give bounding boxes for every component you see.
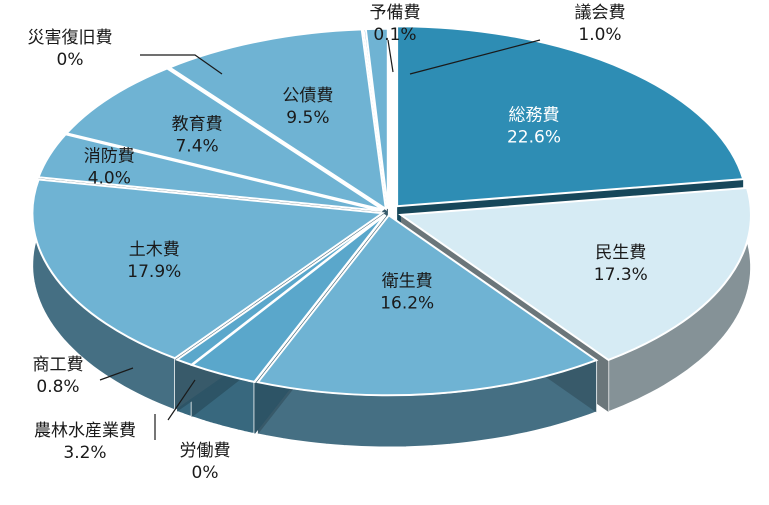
leader-line-災害復旧費 xyxy=(140,54,223,75)
slice-value-label: 0.8% xyxy=(36,377,79,397)
leader-line-労働費 xyxy=(167,379,196,421)
slice-value-label: 0.1% xyxy=(373,25,416,45)
slice-商工費 xyxy=(174,213,386,366)
pie-tops xyxy=(31,25,752,397)
slice-name-label: 消防費 xyxy=(84,146,135,166)
slice-name-label: 教育費 xyxy=(172,115,223,135)
slice-name-label: 土木費 xyxy=(129,240,180,260)
slice-labels: 総務費22.6%民生費17.3%衛生費16.2%労働費0%農林水産業費3.2%商… xyxy=(28,3,648,483)
slice-name-label: 農林水産業費 xyxy=(34,421,136,441)
leader-line-議会費 xyxy=(409,39,541,75)
slice-name-label: 民生費 xyxy=(595,243,646,263)
slice-value-label: 17.3% xyxy=(594,265,648,285)
slice-公債費 xyxy=(167,28,388,211)
slice-value-label: 1.0% xyxy=(578,25,621,45)
slice-name-label: 労働費 xyxy=(180,441,231,461)
slice-name-label: 災害復旧費 xyxy=(28,28,113,48)
leader-line-予備費 xyxy=(387,39,394,73)
slice-衛生費 xyxy=(256,213,599,397)
slice-民生費 xyxy=(398,186,752,362)
slice-name-label: 公債費 xyxy=(282,86,333,106)
slice-消防費 xyxy=(37,133,383,212)
slice-value-label: 0% xyxy=(57,50,84,70)
slice-value-label: 0% xyxy=(192,463,219,483)
slice-総務費 xyxy=(396,25,745,208)
slice-value-label: 9.5% xyxy=(286,108,329,128)
slice-name-label: 総務費 xyxy=(509,105,560,125)
slice-土木費 xyxy=(31,178,386,360)
slice-value-label: 7.4% xyxy=(175,137,218,157)
slice-name-label: 衛生費 xyxy=(382,271,433,291)
slice-name-label: 議会費 xyxy=(575,3,626,23)
slice-value-label: 17.9% xyxy=(127,262,181,282)
slice-name-label: 商工費 xyxy=(33,355,84,375)
slice-value-label: 4.0% xyxy=(88,168,131,188)
slice-教育費 xyxy=(64,67,384,211)
slice-value-label: 22.6% xyxy=(507,127,561,147)
slice-value-label: 3.2% xyxy=(63,443,106,463)
leader-line-商工費 xyxy=(99,367,134,381)
slice-name-label: 予備費 xyxy=(370,3,421,23)
slice-value-label: 16.2% xyxy=(380,293,434,313)
slice-議会費 xyxy=(364,27,389,209)
